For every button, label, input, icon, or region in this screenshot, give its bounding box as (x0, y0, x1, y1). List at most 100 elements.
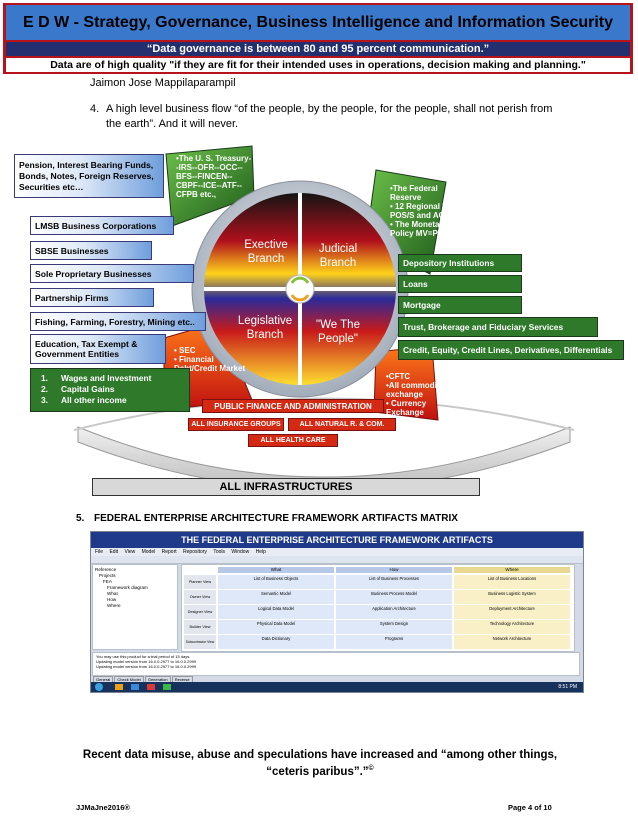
income-list: 1.Wages and Investment 2.Capital Gains 3… (30, 368, 190, 412)
menu-view[interactable]: View (124, 549, 136, 555)
row-header: Planner View (184, 575, 216, 589)
output-line: Updating model version from 16.0.0.2977 … (96, 659, 197, 664)
menu-window[interactable]: Window (231, 549, 250, 555)
menu-help[interactable]: Help (255, 549, 266, 555)
page-title: E D W - Strategy, Governance, Business I… (6, 5, 630, 40)
tab-general[interactable]: General (93, 676, 114, 683)
menu-bar: File Edit View Model Report Repository T… (91, 548, 583, 556)
fishing-farming-box: Fishing, Farming, Forestry, Mining etc.. (30, 312, 206, 331)
tab-check-model[interactable]: Check Model (114, 676, 144, 683)
row-header: Subcontractor View (184, 635, 216, 649)
tree-item[interactable]: What (107, 591, 118, 596)
federal-reserve-panel: •The Federal Reserve • 12 Regional Feds … (390, 184, 461, 238)
framework-screenshot: THE FEDERAL ENTERPRISE ARCHITECTURE FRAM… (90, 531, 584, 693)
matrix-cell[interactable]: Network Architecture (454, 635, 570, 649)
panel-line: • SEC (174, 346, 196, 355)
education-box: Education, Tax Exempt & Government Entit… (30, 334, 166, 364)
output-line: Updating model version from 16.0.0.2977 … (96, 664, 197, 669)
taskbar-app-icon[interactable] (163, 684, 171, 690)
mortgage-box: Mortgage (398, 296, 522, 314)
matrix-cell[interactable]: Semantic Model (218, 590, 334, 604)
income-num: 3. (41, 395, 48, 405)
toolbar (91, 556, 583, 564)
taskbar-app-icon[interactable] (131, 684, 139, 690)
menu-edit[interactable]: Edit (109, 549, 119, 555)
income-label: Capital Gains (61, 384, 115, 394)
panel-line: Policy MV=PQ (390, 229, 445, 238)
partnership-box: Partnership Firms (30, 288, 154, 307)
matrix-cell[interactable]: Deployment Architecture (454, 605, 570, 619)
income-num: 2. (41, 384, 48, 394)
tree-item[interactable]: How (107, 597, 117, 602)
panel-line: • Currency (386, 399, 427, 408)
public-finance-box: PUBLIC FINANCE AND ADMINISTRATION (202, 399, 384, 413)
matrix-cell[interactable]: Business Logistic System (454, 590, 570, 604)
matrix-cell[interactable]: Technology Architecture (454, 620, 570, 634)
natural-resources-box: ALL NATURAL R. & COM. (288, 418, 396, 431)
matrix-cell[interactable]: List of Business Objects (218, 575, 334, 589)
panel-line: •The U. S. Treasury- (176, 154, 252, 163)
tree-item[interactable]: Where (107, 603, 121, 608)
closing-line-1: Recent data misuse, abuse and speculatio… (82, 749, 558, 761)
panel-line: Exchange (386, 408, 424, 417)
judicial-branch-label: Judicial Branch (318, 243, 358, 269)
sbse-box: SBSE Businesses (30, 241, 152, 260)
panel-line: POS/S and ACH (390, 211, 451, 220)
matrix-cell[interactable]: List of Business Processes (336, 575, 452, 589)
tree-item[interactable]: Reference (95, 567, 117, 572)
insurance-box: ALL INSURANCE GROUPS (188, 418, 284, 431)
taskbar-app-icon[interactable] (147, 684, 155, 690)
matrix-cell[interactable]: Programs (336, 635, 452, 649)
income-item: 2. Capital Gains (41, 384, 179, 395)
credit-equity-box: Credit, Equity, Credit Lines, Derivative… (398, 340, 624, 360)
legislative-branch-label: Legislative Branch (237, 315, 293, 341)
column-header: How (336, 567, 452, 573)
menu-repository[interactable]: Repository (183, 549, 207, 555)
panel-line: • The Monetary (390, 220, 448, 229)
matrix-cell[interactable]: Physical Data Model (218, 620, 334, 634)
depository-box: Depository Institutions (398, 254, 522, 272)
matrix-cell[interactable]: System Design (336, 620, 452, 634)
matrix-cell[interactable]: List of Business Locations (454, 575, 570, 589)
matrix-cell[interactable]: Business Process Model (336, 590, 452, 604)
matrix-cell[interactable]: Logical Data Model (218, 605, 334, 619)
menu-model[interactable]: Model (141, 549, 156, 555)
panel-line: BFS--FINCEN-- (176, 172, 233, 181)
section-number: 5. (76, 513, 85, 524)
menu-report[interactable]: Report (161, 549, 177, 555)
treasury-panel: •The U. S. Treasury- -IRS--OFR--OCC-- BF… (176, 154, 251, 199)
start-icon[interactable] (95, 683, 103, 691)
output-panel: You may use this product for a trial per… (92, 652, 580, 676)
tab-reverse[interactable]: Reverse (171, 676, 193, 683)
taskbar-app-icon[interactable] (115, 684, 123, 690)
screenshot-banner: THE FEDERAL ENTERPRISE ARCHITECTURE FRAM… (91, 532, 583, 548)
we-the-people-label: "We The People" (316, 319, 360, 345)
tree-item[interactable]: FEA (103, 579, 112, 584)
menu-file[interactable]: File (95, 549, 104, 555)
matrix-cell[interactable]: Application Architecture (336, 605, 452, 619)
health-care-box: ALL HEALTH CARE (248, 434, 338, 447)
column-header: Where (454, 567, 570, 573)
tab-generation[interactable]: Generation (144, 676, 171, 683)
menu-tools[interactable]: Tools (213, 549, 226, 555)
infrastructures-box: ALL INFRASTRUCTURES (92, 478, 480, 496)
sole-proprietary-box: Sole Proprietary Businesses (30, 264, 194, 283)
header-quality-statement: Data are of high quality "if they are fi… (6, 58, 630, 72)
column-header: What (218, 567, 334, 573)
lmsb-box: LMSB Business Corporations (30, 216, 174, 235)
panel-line: •All commodities (386, 381, 451, 390)
row-header: Designer View (184, 605, 216, 619)
tree-item[interactable]: Framework diagram (107, 585, 148, 590)
list-text: A high level business flow “of the peopl… (106, 103, 553, 130)
matrix-cell[interactable]: Data Dictionary (218, 635, 334, 649)
tree-item[interactable]: Projects (99, 573, 116, 578)
row-header: Owner View (184, 590, 216, 604)
output-tabs: General Check Model Generation Reverse (93, 676, 193, 683)
executive-branch-label: Exective Branch (244, 239, 288, 265)
panel-line: Debt/Credit Market (174, 364, 246, 373)
cftc-panel: •CFTC •All commodities exchange • Curren… (386, 372, 451, 417)
output-line: You may use this product for a trial per… (96, 654, 191, 659)
closing-statement: Recent data misuse, abuse and speculatio… (70, 748, 570, 779)
diagram-graphics (73, 145, 575, 490)
section-title: FEDERAL ENTERPRISE ARCHITECTURE FRAMEWOR… (94, 513, 458, 524)
